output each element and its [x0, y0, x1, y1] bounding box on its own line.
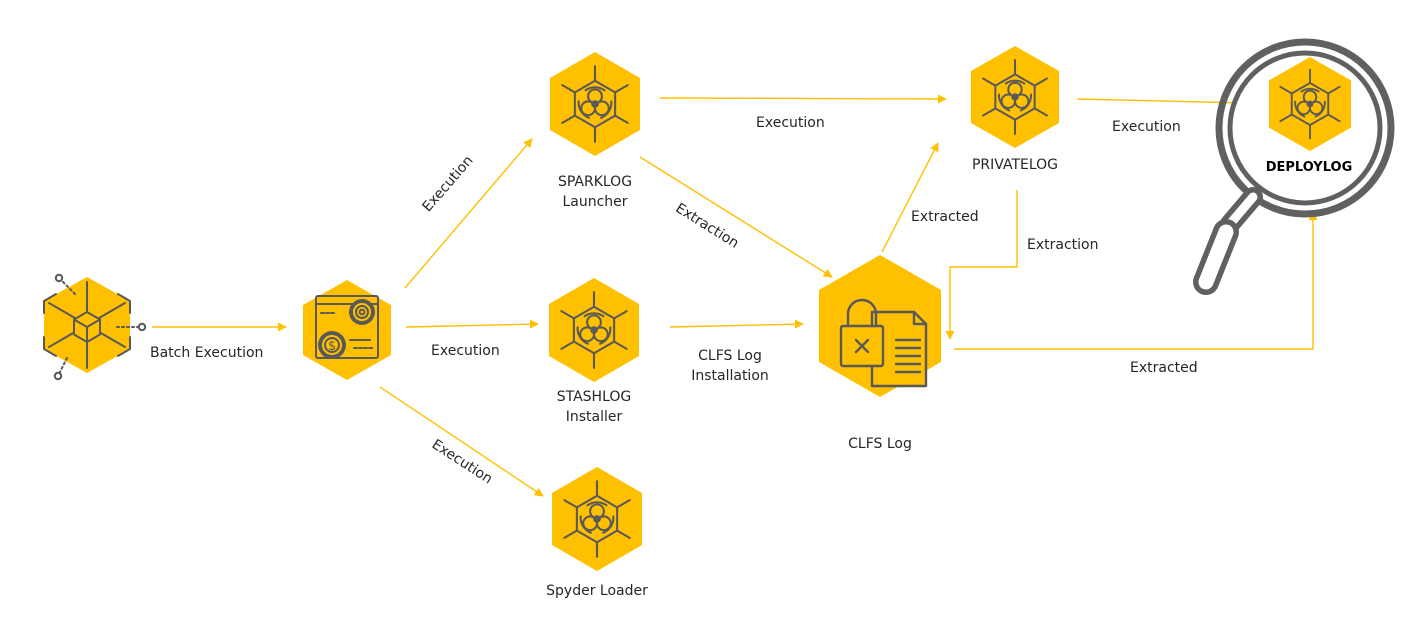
privatelog-node [971, 46, 1059, 148]
edge-label-clfs-deploylog: Extracted [1130, 360, 1198, 376]
clfs-node [819, 255, 941, 397]
arrow-privatelog-to-clfs [945, 190, 1018, 340]
edge-label-privatelog-clfs: Extraction [1027, 237, 1099, 253]
privatelog-label: PRIVATELOG [971, 157, 1059, 173]
controller-node: $ [303, 280, 391, 380]
edge-label-batch-execution: Batch Execution [150, 345, 264, 361]
spyder-node [552, 467, 642, 571]
arrow-controller-to-sparklog [404, 138, 533, 289]
deploylog-label: DEPLOYLOG [1265, 160, 1353, 175]
arrow-clfs-to-deploylog [954, 211, 1318, 350]
sparklog-label-line2: Launcher [562, 194, 628, 210]
deploylog-node [1193, 38, 1395, 295]
arrow-sparklog-to-clfs [639, 156, 833, 278]
sparklog-node [550, 52, 640, 156]
sparklog-label: SPARKLOG Launcher [525, 172, 665, 212]
gears-dollar-icon: $ [315, 295, 379, 359]
locked-log-icon [839, 298, 928, 388]
edge-label-clfs-privatelog: Extracted [911, 209, 979, 225]
arrow-clfs-to-privatelog [881, 142, 939, 253]
edge-label-stashlog-clfs-line2: Installation [691, 368, 769, 384]
edge-label-stashlog-clfs-line1: CLFS Log [698, 348, 762, 364]
cube-network-icon [43, 273, 147, 381]
stashlog-label-line1: STASHLOG [556, 389, 632, 405]
spyder-label: Spyder Loader [546, 583, 648, 599]
stashlog-label-line2: Installer [565, 409, 623, 425]
edge-label-controller-stashlog: Execution [431, 343, 500, 359]
arrow-sparklog-to-privatelog [659, 94, 947, 104]
clfs-label: CLFS Log [848, 436, 912, 452]
arrow-stashlog-to-clfs [669, 319, 804, 329]
sparklog-label-line1: SPARKLOG [557, 174, 633, 190]
stashlog-label: STASHLOG Installer [524, 387, 664, 427]
batch-node [43, 273, 147, 381]
edge-label-privatelog-deploylog: Execution [1112, 119, 1181, 135]
arrow-privatelog-to-deploylog [1076, 98, 1248, 108]
stashlog-node [549, 278, 639, 382]
svg-text:$: $ [328, 339, 336, 354]
edge-label-stashlog-clfs: CLFS Log Installation [670, 346, 790, 386]
arrow-controller-to-stashlog [405, 319, 539, 329]
arrow-controller-to-spyder [379, 386, 544, 497]
edge-label-sparklog-privatelog: Execution [756, 115, 825, 131]
